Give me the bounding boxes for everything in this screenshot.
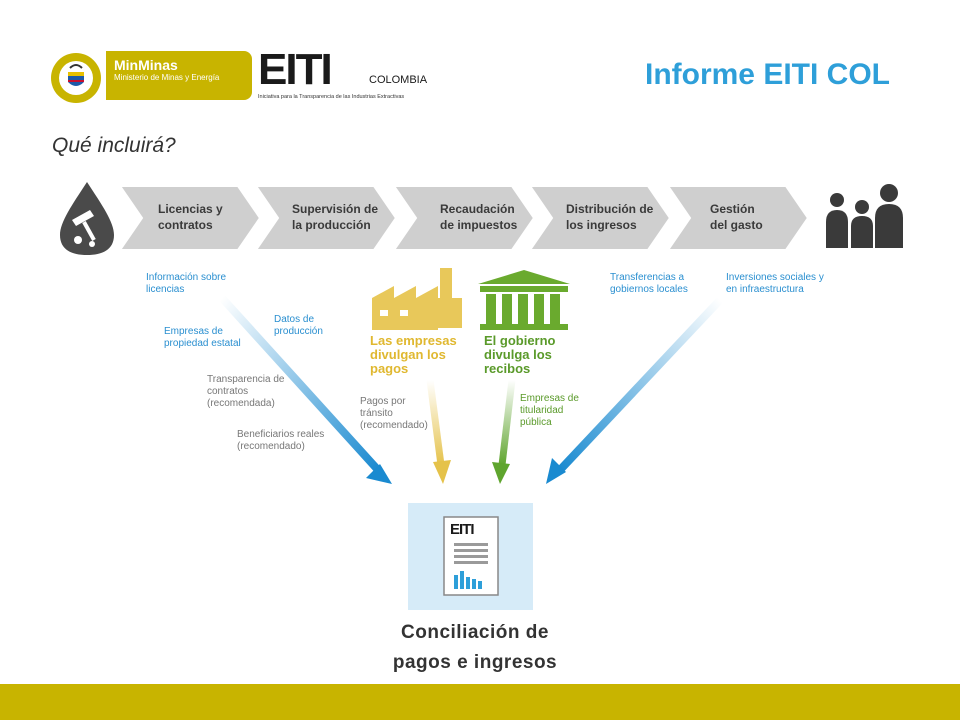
eiti-logo-tagline: Iniciativa para la Transparencia de las … <box>258 94 405 100</box>
chain-step-4: Distribución de los ingresos <box>566 201 653 233</box>
eiti-colombia-logo: EITI COLOMBIA Iniciativa para la Transpa… <box>258 48 428 104</box>
label-titularidad: Empresas de titularidad pública <box>520 393 579 428</box>
chain-step-2-line2: la producción <box>292 218 371 232</box>
arrow-green <box>492 379 516 484</box>
label-companies: Las empresas divulgan los pagos <box>370 333 457 376</box>
eiti-logo-country: COLOMBIA <box>369 74 428 86</box>
chain-step-4-line1: Distribución de <box>566 202 654 216</box>
chain-step-3-line1: Recaudación <box>440 202 515 216</box>
reconciliation-line1: Conciliación de <box>401 622 549 643</box>
government-building-icon <box>478 270 570 330</box>
arrow-left-blue <box>219 295 392 484</box>
report-document-icon <box>443 516 499 596</box>
chain-step-5-line1: Gestión <box>710 202 755 216</box>
chain-step-2-line1: Supervisión de <box>292 202 379 216</box>
eiti-logo-text: EITI <box>258 45 333 94</box>
label-info-licencias: Información sobre licencias <box>146 272 227 295</box>
eiti-report-box: EITI <box>408 503 533 610</box>
chain-step-1: Licencias y contratos <box>158 201 223 233</box>
label-transferencias: Transferencias a gobiernos locales <box>610 272 688 295</box>
report-doc-label: EITI <box>450 521 474 538</box>
reconciliation-line2: pagos e ingresos <box>392 652 558 673</box>
label-government: El gobierno divulga los recibos <box>484 333 556 376</box>
chain-step-5-line2: del gasto <box>710 218 763 232</box>
chain-step-5: Gestión del gasto <box>710 201 763 233</box>
label-empresas-estatal: Empresas de propiedad estatal <box>164 326 241 349</box>
chain-step-3: Recaudación de impuestos <box>440 201 517 233</box>
chain-step-3-line2: de impuestos <box>440 218 518 232</box>
footer-bar <box>0 684 960 720</box>
page-title: Informe EITI COL <box>644 58 890 91</box>
chevron-3 <box>392 185 536 251</box>
arrow-gold <box>426 379 451 484</box>
arrow-right-blue <box>546 297 723 484</box>
chain-step-1-line2: contratos <box>158 218 213 232</box>
label-beneficiarios: Beneficiarios reales (recomendado) <box>237 429 325 452</box>
chain-step-4-line2: los ingresos <box>566 218 637 232</box>
minminas-name: MinMinas <box>114 57 178 73</box>
mining-drop-icon <box>60 182 114 255</box>
minminas-logo: MinMinas Ministerio de Minas y Energía <box>106 51 252 100</box>
chevron-2 <box>254 185 398 251</box>
factory-icon <box>372 268 462 330</box>
minminas-tagline: Ministerio de Minas y Energía <box>114 73 220 82</box>
chevron-4 <box>528 185 672 251</box>
colombia-seal-icon <box>50 52 102 104</box>
label-inversiones: Inversiones sociales y en infraestructur… <box>726 272 824 295</box>
chevron-1 <box>118 185 262 251</box>
chain-step-1-line1: Licencias y <box>158 202 223 216</box>
chevron-5 <box>666 185 810 251</box>
page-subtitle: Qué incluirá? <box>52 134 176 157</box>
label-transparencia: Transparencia de contratos (recomendada) <box>207 374 285 409</box>
people-icon <box>826 184 903 248</box>
label-datos-produccion: Datos de producción <box>274 314 323 337</box>
chain-step-2: Supervisión de la producción <box>292 201 378 233</box>
label-pagos-transito: Pagos por tránsito (recomendado) <box>360 396 428 431</box>
reconciliation-label: Conciliación de pagos e ingresos <box>360 618 590 678</box>
